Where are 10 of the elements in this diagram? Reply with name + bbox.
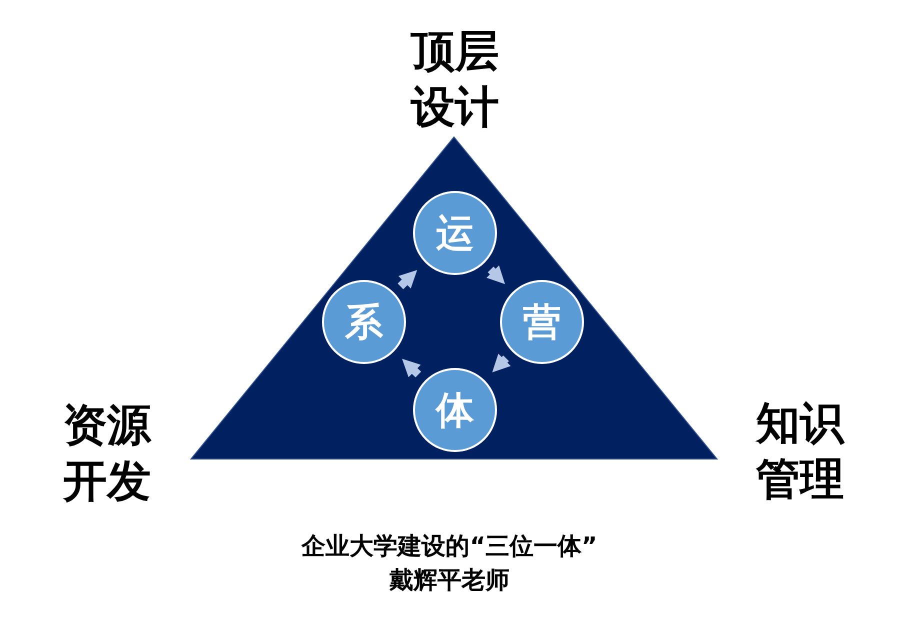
corner-label: 知识管理 (754, 397, 846, 507)
author-name: 戴辉平老师 (388, 565, 510, 596)
triangle-shape (190, 136, 718, 460)
arrow (398, 270, 418, 290)
corner-label: 资源开发 (62, 399, 152, 509)
arrow (492, 354, 511, 372)
arrow (402, 358, 422, 378)
arrow (486, 265, 505, 284)
caption: 企业大学建设的“三位一体” (300, 531, 598, 562)
corner-label: 顶层设计 (410, 25, 500, 135)
